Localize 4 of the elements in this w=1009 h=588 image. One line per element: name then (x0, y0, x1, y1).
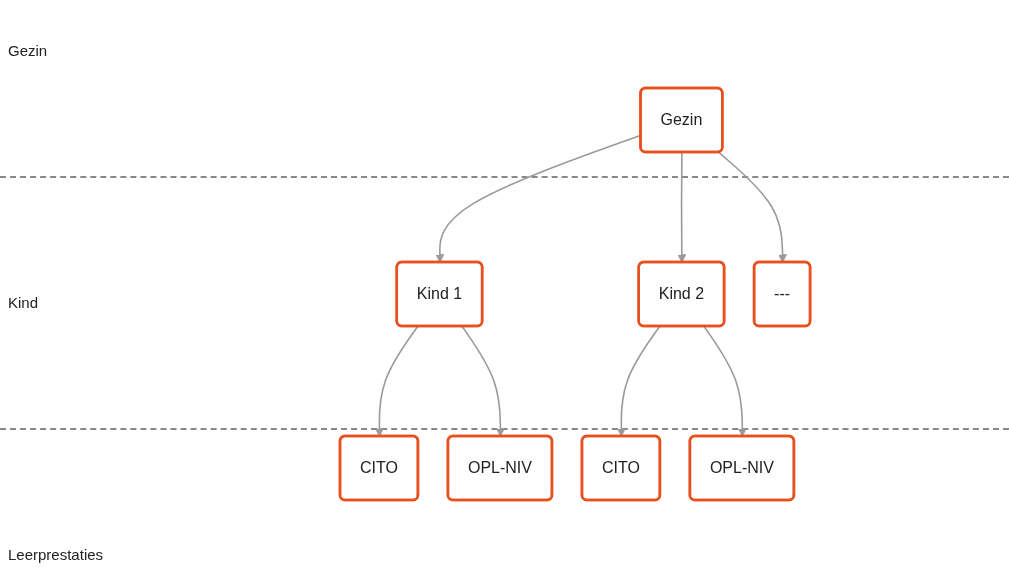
row-label: Leerprestaties (8, 546, 104, 563)
row-label: Gezin (8, 42, 48, 59)
arrow (717, 151, 787, 263)
row-label: Kind (8, 294, 39, 311)
